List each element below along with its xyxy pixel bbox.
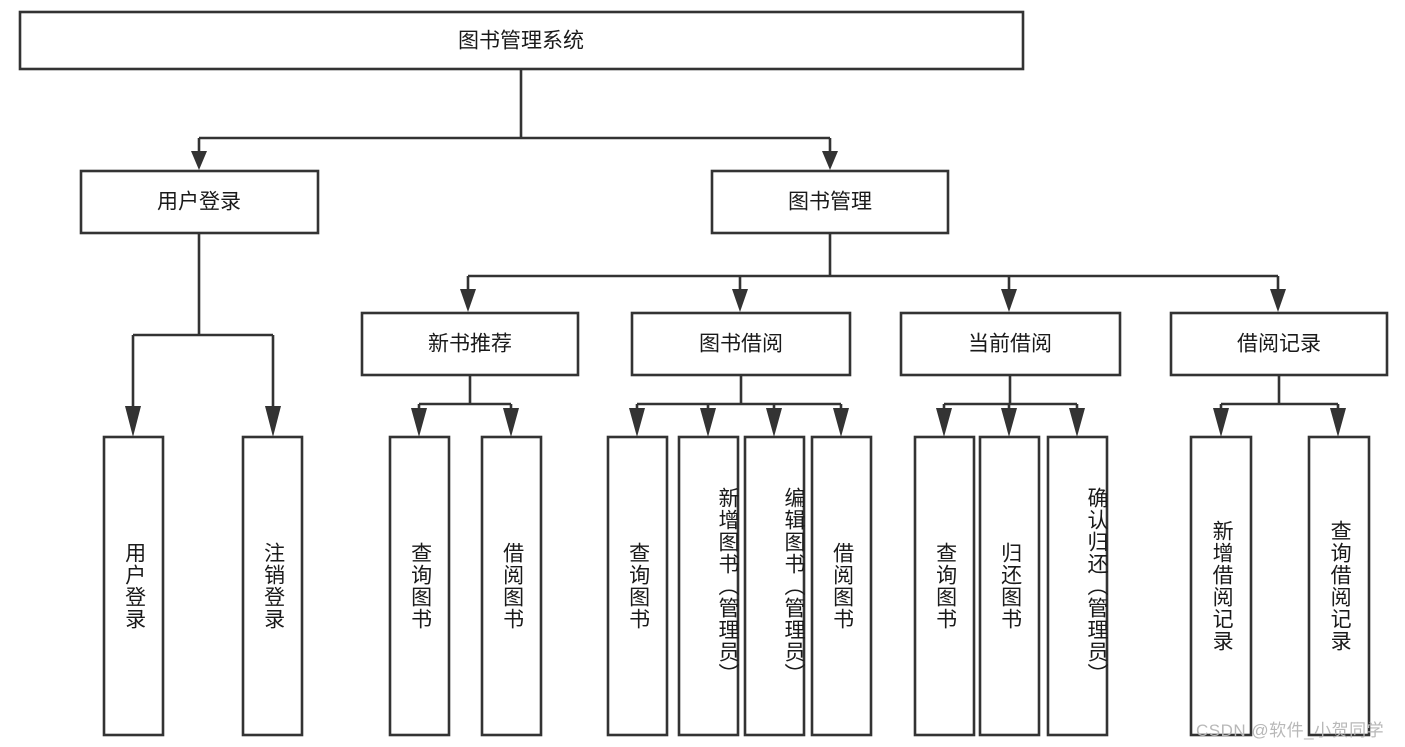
node-new-book-rec-box[interactable] — [360, 311, 580, 377]
node-leaf-add-book-box[interactable] — [677, 435, 740, 737]
arrowhead-user-login — [191, 151, 207, 170]
node-leaf-return-book-box[interactable] — [978, 435, 1041, 737]
arrowhead-leaf-query-book-2 — [629, 408, 645, 437]
arrowhead-leaf-edit-book — [766, 408, 782, 437]
arrowhead-leaf-logout — [265, 406, 281, 437]
arrowhead-leaf-borrow-book-1 — [503, 408, 519, 437]
arrowhead-current-borrow — [1001, 289, 1017, 312]
arrowhead-leaf-add-book — [700, 408, 716, 437]
node-leaf-query-record-box[interactable] — [1307, 435, 1371, 737]
node-leaf-query-book-2-box[interactable] — [606, 435, 669, 737]
node-current-borrow-box[interactable] — [899, 311, 1122, 377]
node-book-manage-label: 图书管理 — [788, 191, 872, 214]
node-book-manage-box[interactable] — [710, 169, 950, 235]
node-user-login-label: 用户登录 — [157, 191, 241, 214]
node-book-borrow-label: 图书借阅 — [699, 333, 783, 356]
arrowhead-leaf-query-book-3 — [936, 408, 952, 437]
arrowhead-borrow-record — [1270, 289, 1286, 312]
node-current-borrow-label: 当前借阅 — [968, 333, 1052, 356]
node-book-borrow-box[interactable] — [630, 311, 852, 377]
arrowhead-book-manage — [822, 151, 838, 170]
node-leaf-query-book-3-box[interactable] — [913, 435, 976, 737]
node-borrow-record-box[interactable] — [1169, 311, 1389, 377]
node-leaf-borrow-book-1-box[interactable] — [480, 435, 543, 737]
arrowhead-leaf-borrow-book-2 — [833, 408, 849, 437]
node-leaf-user-login-box[interactable] — [102, 435, 165, 737]
node-root-label: 图书管理系统 — [458, 30, 584, 53]
node-leaf-borrow-book-2-box[interactable] — [810, 435, 873, 737]
node-new-book-rec-label: 新书推荐 — [428, 333, 512, 356]
arrowhead-book-borrow — [732, 289, 748, 312]
node-leaf-query-book-1-box[interactable] — [388, 435, 451, 737]
arrowhead-new-book-rec — [460, 289, 476, 312]
node-leaf-logout-box[interactable] — [241, 435, 304, 737]
arrowhead-leaf-query-record — [1330, 408, 1346, 437]
csdn-watermark: CSDN @软件_小贺同学 — [1196, 721, 1385, 740]
node-root-box[interactable] — [18, 10, 1025, 71]
arrowhead-leaf-add-record — [1213, 408, 1229, 437]
node-leaf-edit-book-box[interactable] — [743, 435, 806, 737]
arrowhead-leaf-confirm-return — [1069, 408, 1085, 437]
node-leaf-add-record-box[interactable] — [1189, 435, 1253, 737]
arrowhead-leaf-user-login — [125, 406, 141, 437]
arrowhead-leaf-return-book — [1001, 408, 1017, 437]
node-leaf-confirm-return-box[interactable] — [1046, 435, 1109, 737]
arrowhead-leaf-query-book-1 — [411, 408, 427, 437]
node-borrow-record-label: 借阅记录 — [1237, 333, 1321, 356]
